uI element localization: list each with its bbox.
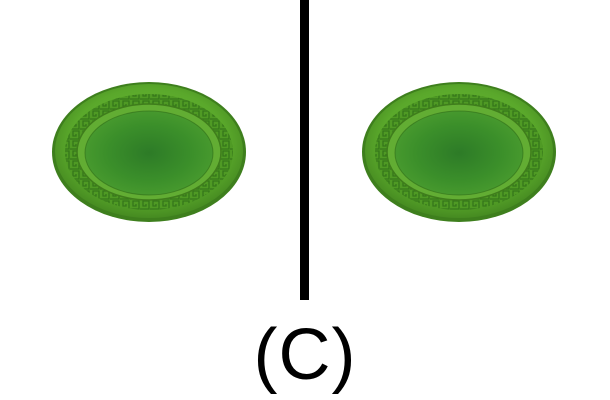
green-plate-icon — [362, 82, 556, 222]
green-plate-icon — [52, 82, 246, 222]
vertical-divider — [300, 0, 309, 300]
option-label: (C) — [253, 315, 357, 395]
green-plate-left — [50, 80, 248, 225]
green-plate-right — [360, 80, 558, 225]
